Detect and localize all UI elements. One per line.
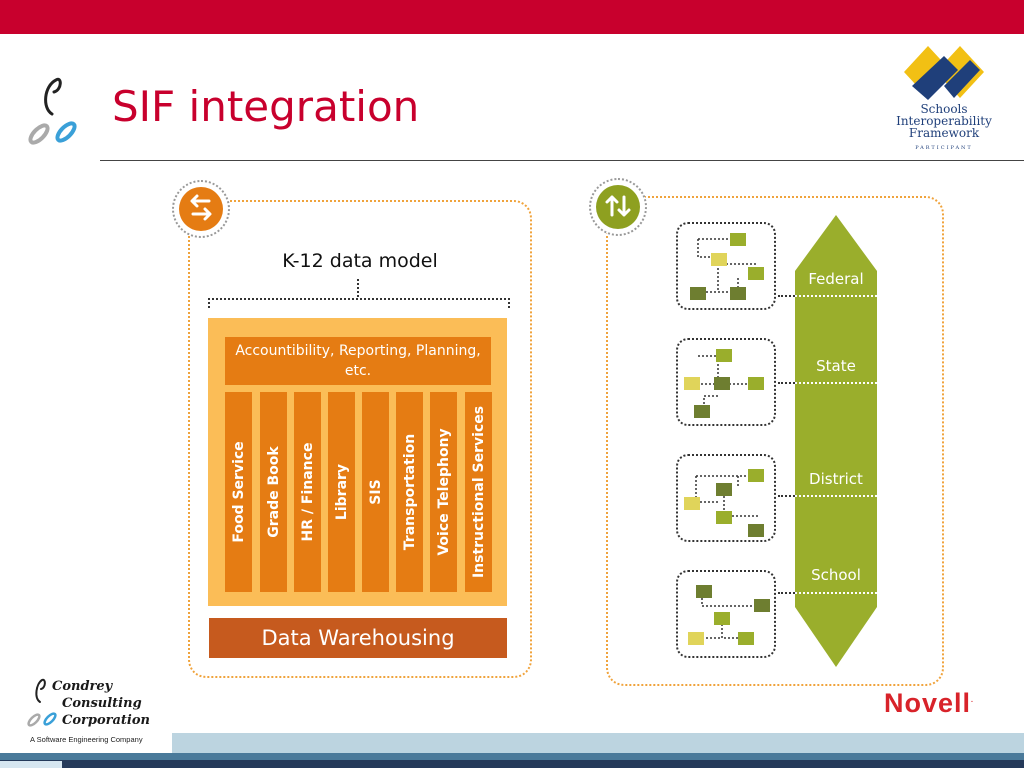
column-label: SIS bbox=[367, 479, 384, 505]
novell-logo: Novell. bbox=[884, 688, 974, 719]
column-label: Food Service bbox=[230, 441, 247, 543]
sif-line-4: PARTICIPANT bbox=[915, 145, 973, 151]
network-connector bbox=[778, 495, 795, 497]
footer-band-dark bbox=[0, 760, 1024, 768]
level-divider bbox=[795, 382, 877, 384]
sif-line-1: Schools bbox=[920, 102, 968, 116]
level-federal: Federal bbox=[808, 270, 864, 288]
network-connector bbox=[778, 592, 795, 594]
bidirectional-vertical-arrows-icon bbox=[596, 185, 640, 229]
sif-line-3: Framework bbox=[908, 126, 980, 140]
company-name-line-2: Consulting bbox=[62, 696, 142, 711]
bracket-stem bbox=[357, 279, 359, 297]
column-sis: SIS bbox=[362, 392, 389, 592]
level-divider bbox=[795, 295, 877, 297]
footer-band-accent bbox=[0, 761, 62, 768]
level-divider bbox=[795, 592, 877, 594]
sif-logo-text: Schools Interoperability Framework PARTI… bbox=[884, 103, 1004, 154]
network-connector bbox=[778, 295, 795, 297]
column-label: Grade Book bbox=[265, 446, 282, 538]
level-school: School bbox=[811, 566, 861, 584]
column-label: Voice Telephony bbox=[435, 428, 452, 556]
footer-band-light bbox=[172, 733, 1024, 755]
company-name-line-1: Condrey bbox=[52, 679, 113, 694]
company-tagline: A Software Engineering Company bbox=[30, 735, 143, 744]
top-brand-bar bbox=[0, 0, 1024, 34]
column-label: Library bbox=[333, 463, 350, 521]
title-divider bbox=[100, 160, 1024, 161]
novell-mark: . bbox=[971, 697, 974, 704]
level-divider bbox=[795, 495, 877, 497]
slide-title: SIF integration bbox=[112, 82, 420, 131]
condrey-mark-icon bbox=[22, 74, 90, 152]
column-grade-book: Grade Book bbox=[260, 392, 287, 592]
hierarchy-double-arrow bbox=[795, 215, 877, 667]
level-district: District bbox=[809, 470, 863, 488]
accountability-bar: Accountibility, Reporting, Planning, etc… bbox=[225, 337, 491, 385]
level-state: State bbox=[816, 357, 856, 375]
sif-logo-icon bbox=[900, 42, 988, 102]
column-instructional-services: Instructional Services bbox=[465, 392, 492, 592]
column-voice-telephony: Voice Telephony bbox=[430, 392, 457, 592]
data-warehousing-bar: Data Warehousing bbox=[209, 618, 507, 658]
school-network bbox=[676, 570, 776, 658]
k12-panel-badge bbox=[172, 180, 230, 238]
column-library: Library bbox=[328, 392, 355, 592]
column-hr-finance: HR / Finance bbox=[294, 392, 321, 592]
company-name-line-3: Corporation bbox=[62, 713, 150, 728]
k12-panel bbox=[188, 200, 532, 678]
column-label: Instructional Services bbox=[470, 405, 487, 579]
state-network bbox=[676, 338, 776, 426]
network-connector bbox=[778, 382, 795, 384]
hierarchy-panel bbox=[606, 196, 944, 686]
column-label: HR / Finance bbox=[299, 442, 316, 542]
bidirectional-horizontal-arrows-icon bbox=[179, 187, 223, 231]
sif-line-2: Interoperability bbox=[896, 114, 992, 128]
column-transportation: Transportation bbox=[396, 392, 423, 592]
model-bracket bbox=[208, 298, 510, 308]
column-label: Transportation bbox=[401, 433, 418, 551]
federal-network bbox=[676, 222, 776, 310]
hierarchy-panel-badge bbox=[589, 178, 647, 236]
condrey-footer-mark-icon bbox=[24, 676, 60, 736]
k12-heading: K-12 data model bbox=[282, 250, 438, 272]
column-food-service: Food Service bbox=[225, 392, 252, 592]
novell-wordmark: Novell bbox=[884, 688, 972, 718]
district-network bbox=[676, 454, 776, 542]
